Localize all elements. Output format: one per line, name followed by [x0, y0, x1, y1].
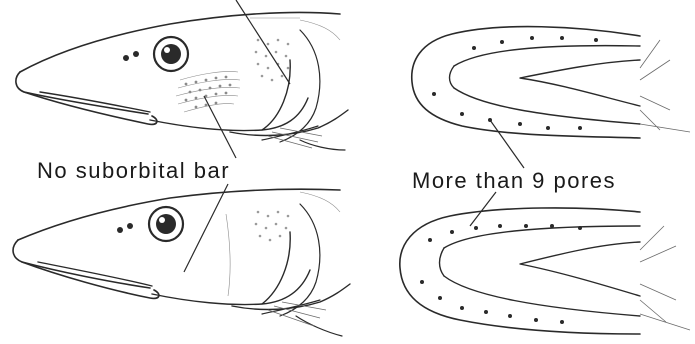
fish-head-icon — [16, 12, 348, 150]
lower-jaw-icon — [400, 208, 690, 334]
leader-line-bottom-jaw — [470, 192, 496, 226]
pores-label: More than 9 pores — [412, 170, 616, 192]
leader-line-top-cheek — [204, 96, 236, 158]
lower-jaw-icon — [412, 27, 690, 138]
suborbital-label: No suborbital bar — [37, 160, 230, 182]
fish-head-icon — [13, 189, 350, 336]
leader-line-top-jaw — [490, 120, 524, 168]
leader-line-bottom-head — [184, 184, 228, 272]
